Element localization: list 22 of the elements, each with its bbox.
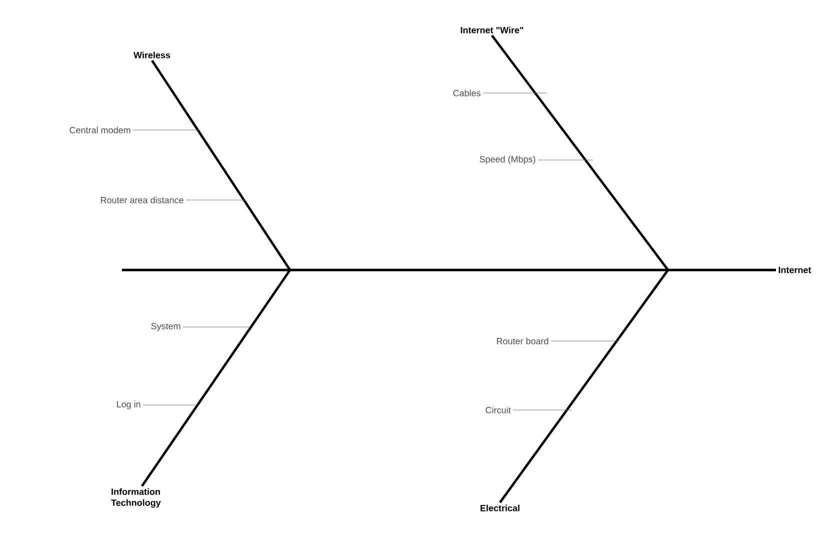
leader-line [550, 340, 620, 342]
cause-label: Router board [497, 338, 548, 344]
bone-line [141, 269, 291, 487]
leader-line [182, 326, 251, 328]
cause-label: Log in [117, 400, 140, 410]
cause-label: Circuit [486, 406, 511, 414]
cause-label: Cables [453, 90, 480, 96]
category-label: Internet "Wire" [460, 26, 524, 34]
cause-label: Central modem [70, 126, 130, 134]
effect-label: Internet [778, 266, 812, 274]
cause-label: Speed (Mbps) [480, 156, 536, 164]
category-label: Information Technology [111, 488, 161, 508]
spine-line [122, 268, 776, 272]
leader-line [482, 92, 548, 94]
bone-line [151, 60, 292, 271]
cause-label: Router area distance [101, 196, 184, 204]
cause-label: System [151, 322, 180, 332]
bone-line [491, 34, 669, 271]
category-label: Wireless [134, 52, 170, 58]
category-label: Electrical [480, 504, 520, 512]
leader-line [142, 404, 196, 406]
bone-line [499, 269, 669, 504]
